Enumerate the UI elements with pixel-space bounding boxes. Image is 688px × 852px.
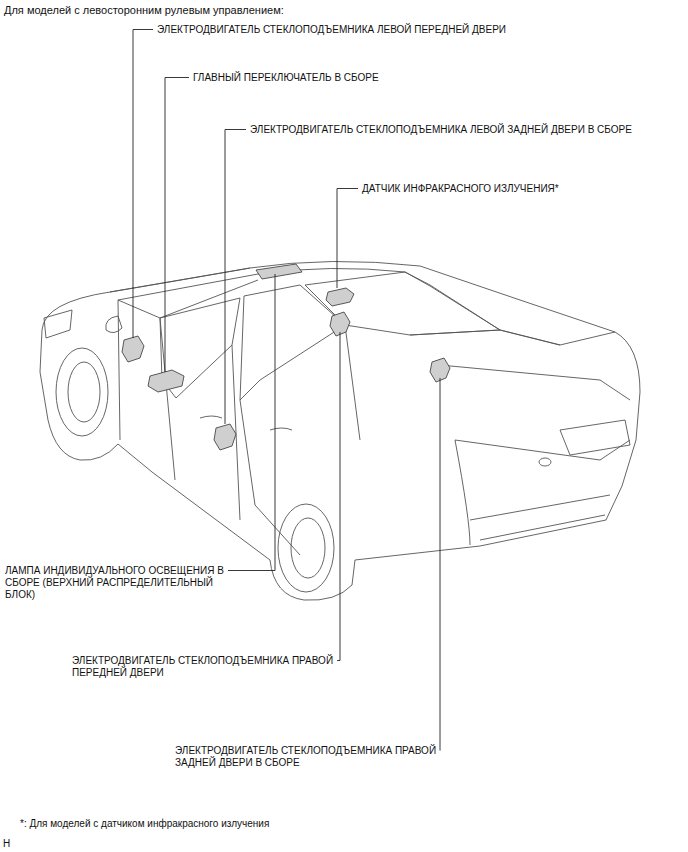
footnote: *: Для моделей с датчиком инфракрасного … bbox=[20, 818, 269, 830]
rear-bumper bbox=[470, 495, 610, 540]
part-label: ЛАМПА ИНДИВИДУАЛЬНОГО ОСВЕЩЕНИЯ В СБОРЕ … bbox=[5, 565, 230, 601]
window-motor bbox=[430, 358, 450, 382]
rear-door bbox=[240, 325, 360, 555]
front-wheel-rim bbox=[68, 362, 100, 422]
rear-glass bbox=[305, 272, 500, 335]
part-label: ЭЛЕКТРОДВИГАТЕЛЬ СТЕКЛОПОДЪЕМНИКА ЛЕВОЙ … bbox=[157, 24, 506, 36]
leader-line bbox=[228, 274, 275, 571]
master-switch bbox=[148, 370, 184, 392]
leader-line bbox=[165, 78, 189, 373]
personal-lamp bbox=[256, 264, 302, 279]
window-motor bbox=[214, 424, 236, 450]
trunk-lid bbox=[410, 330, 630, 460]
leader-line bbox=[337, 332, 340, 661]
rear-wheel bbox=[278, 504, 334, 592]
leader-line bbox=[337, 189, 358, 289]
part-label: ЭЛЕКТРОДВИГАТЕЛЬ СТЕКЛОПОДЪЕМНИКА ПРАВОЙ… bbox=[175, 745, 437, 769]
window-motor bbox=[330, 312, 350, 336]
leader-line bbox=[133, 30, 153, 339]
part-label: ДАТЧИК ИНФРАКРАСНОГО ИЗЛУЧЕНИЯ* bbox=[362, 183, 559, 195]
emblem bbox=[539, 458, 551, 466]
figure-code: H bbox=[3, 838, 10, 850]
car-body bbox=[40, 261, 640, 600]
part-label: ЭЛЕКТРОДВИГАТЕЛЬ СТЕКЛОПОДЪЕМНИКА ПРАВОЙ… bbox=[72, 655, 337, 679]
rear-wheel-rim bbox=[291, 518, 325, 578]
front-door bbox=[118, 300, 240, 520]
page-title: Для моделей с левосторонним рулевым упра… bbox=[4, 4, 284, 16]
part-label: ЭЛЕКТРОДВИГАТЕЛЬ СТЕКЛОПОДЪЕМНИКА ЛЕВОЙ … bbox=[250, 124, 632, 136]
leader-line bbox=[225, 130, 246, 425]
window-motor bbox=[122, 336, 144, 362]
ir-sensor bbox=[326, 288, 354, 306]
door-handle bbox=[200, 416, 292, 430]
side-mirror bbox=[106, 316, 122, 333]
part-label: ГЛАВНЫЙ ПЕРЕКЛЮЧАТЕЛЬ В СБОРЕ bbox=[193, 72, 379, 84]
front-wheel bbox=[56, 348, 108, 436]
leader-line bbox=[440, 378, 441, 751]
car-roof bbox=[110, 268, 560, 345]
tail-lamp bbox=[455, 420, 630, 545]
headlamp bbox=[44, 310, 72, 338]
